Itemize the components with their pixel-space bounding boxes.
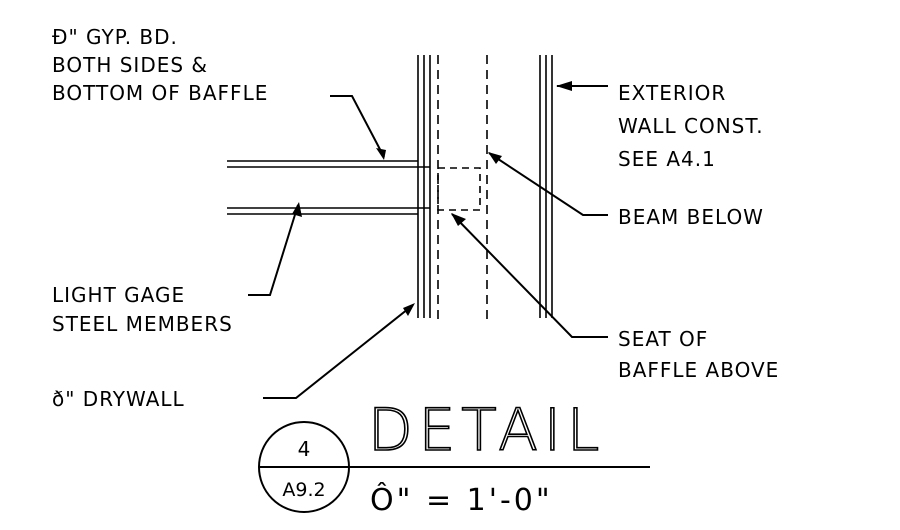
detail-scale: Ô" = 1'-0" (370, 481, 553, 518)
leaders (248, 81, 608, 399)
exterior-label-line2: WALL CONST. (618, 114, 764, 138)
exterior-wall (539, 55, 553, 318)
detail-title: DETAIL (368, 396, 605, 464)
seat-of-baffle (437, 167, 481, 211)
steel-label-line2: STEEL MEMBERS (52, 312, 233, 336)
exterior-label-line1: EXTERIOR (618, 81, 726, 105)
sheet-number: A9.2 (282, 479, 325, 501)
beam-below-label: BEAM BELOW (618, 205, 764, 229)
seat-label-line2: BAFFLE ABOVE (618, 358, 779, 382)
gyp-label-line1: Ð" GYP. BD. (52, 25, 178, 49)
drywall-label: ð" DRYWALL (52, 387, 185, 411)
gyp-label-line3: BOTTOM OF BAFFLE (52, 81, 268, 105)
interior-wall (417, 55, 431, 318)
exterior-label-line3: SEE A4.1 (618, 147, 716, 171)
gyp-label-line2: BOTH SIDES & (52, 53, 208, 77)
title-block: 4 A9.2 DETAIL Ô" = 1'-0" (258, 395, 650, 518)
steel-label-line1: LIGHT GAGE (52, 283, 185, 307)
seat-label-line1: SEAT OF (618, 327, 708, 351)
detail-number: 4 (298, 437, 311, 461)
baffle (227, 160, 430, 215)
